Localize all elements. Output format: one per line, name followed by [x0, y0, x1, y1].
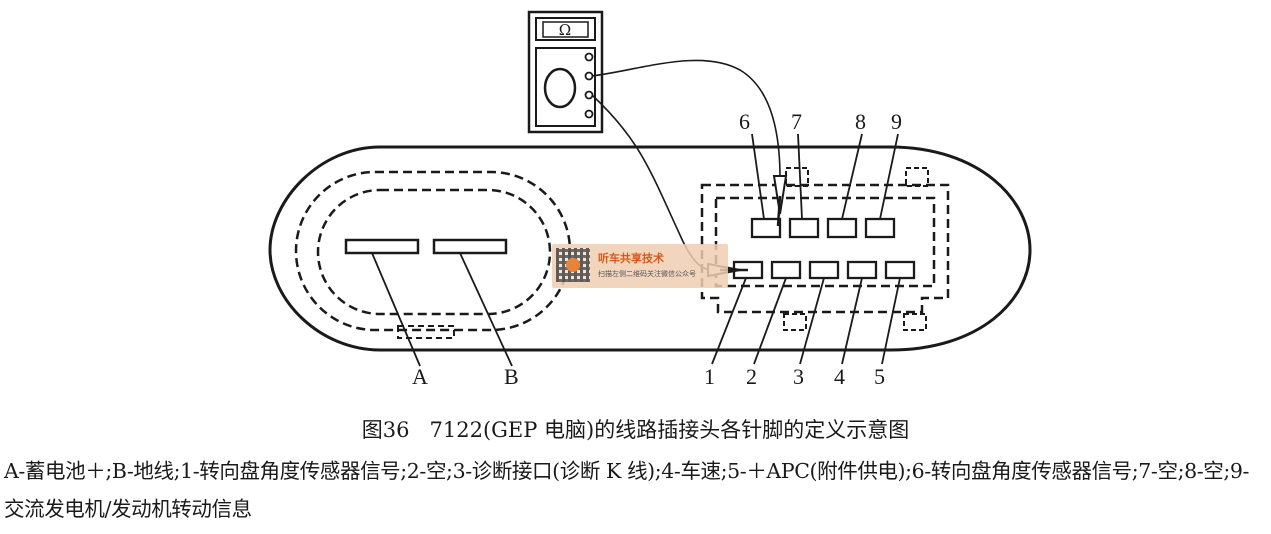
pin-legend: A-蓄电池＋;B-地线;1-转向盘角度传感器信号;2-空;3-诊断接口(诊断 K… — [4, 459, 1250, 521]
leader-pin-6 — [751, 133, 765, 220]
meter-dial-panel — [535, 47, 596, 127]
leader-a — [371, 252, 421, 367]
latch-bottom-2 — [903, 313, 927, 331]
probe-jack-1 — [584, 52, 594, 62]
leader-pin-3 — [799, 277, 825, 365]
latch-top-2 — [905, 167, 929, 187]
pin-3 — [808, 260, 840, 280]
leader-b — [459, 252, 513, 367]
watermark: 听车共享技术 扫描左侧二维码关注微信公众号 — [552, 244, 728, 288]
multimeter: Ω — [527, 10, 604, 134]
locating-tab-left — [397, 325, 455, 339]
pin-block-outer — [700, 183, 950, 314]
terminal-area-inner — [316, 188, 552, 316]
label-a: A — [412, 364, 428, 389]
latch-bottom-1 — [783, 313, 807, 331]
pin-label-3: 3 — [793, 364, 804, 389]
pin-label-4: 4 — [834, 364, 845, 389]
connector-housing — [268, 145, 1032, 352]
pin-7 — [788, 217, 820, 239]
pin-label-6: 6 — [739, 109, 750, 134]
pin-label-7: 7 — [791, 109, 802, 134]
pin-9 — [864, 217, 896, 239]
terminal-b-blade — [432, 238, 508, 255]
watermark-subtitle: 扫描左侧二维码关注微信公众号 — [598, 270, 696, 278]
test-lead-1 — [591, 59, 781, 179]
pin-8 — [826, 217, 858, 239]
pin-2 — [770, 260, 802, 280]
meter-dial — [543, 67, 577, 109]
ohm-symbol: Ω — [559, 21, 571, 39]
label-b: B — [504, 364, 519, 389]
pin-label-8: 8 — [855, 109, 866, 134]
figure-caption: 图36 7122(GEP 电脑)的线路插接头各针脚的定义示意图 — [361, 418, 910, 442]
leader-pin-9 — [879, 133, 899, 220]
pin-label-1: 1 — [704, 364, 715, 389]
pin-label-2: 2 — [746, 364, 757, 389]
pin-label-5: 5 — [874, 364, 885, 389]
leader-pin-5 — [881, 277, 901, 365]
pin-block-inner — [714, 196, 936, 288]
probe-jack-4 — [584, 109, 594, 119]
leader-pin-8 — [841, 133, 863, 220]
leader-pin-4 — [841, 277, 863, 365]
pin-label-9: 9 — [891, 109, 902, 134]
watermark-title: 听车共享技术 — [598, 252, 664, 265]
pin-6 — [750, 217, 782, 239]
meter-display-inner — [542, 21, 589, 38]
probe-1 — [772, 175, 788, 215]
pin-5 — [884, 260, 916, 280]
probe-1-tip — [776, 195, 782, 227]
terminal-a-blade — [344, 238, 420, 255]
latch-top-1 — [785, 167, 809, 187]
meter-display — [535, 17, 596, 41]
leader-pin-2 — [753, 277, 787, 365]
leader-pin-7 — [797, 133, 803, 220]
leader-pin-1 — [711, 277, 747, 365]
qr-logo-icon — [566, 258, 580, 272]
pin-4 — [846, 260, 878, 280]
